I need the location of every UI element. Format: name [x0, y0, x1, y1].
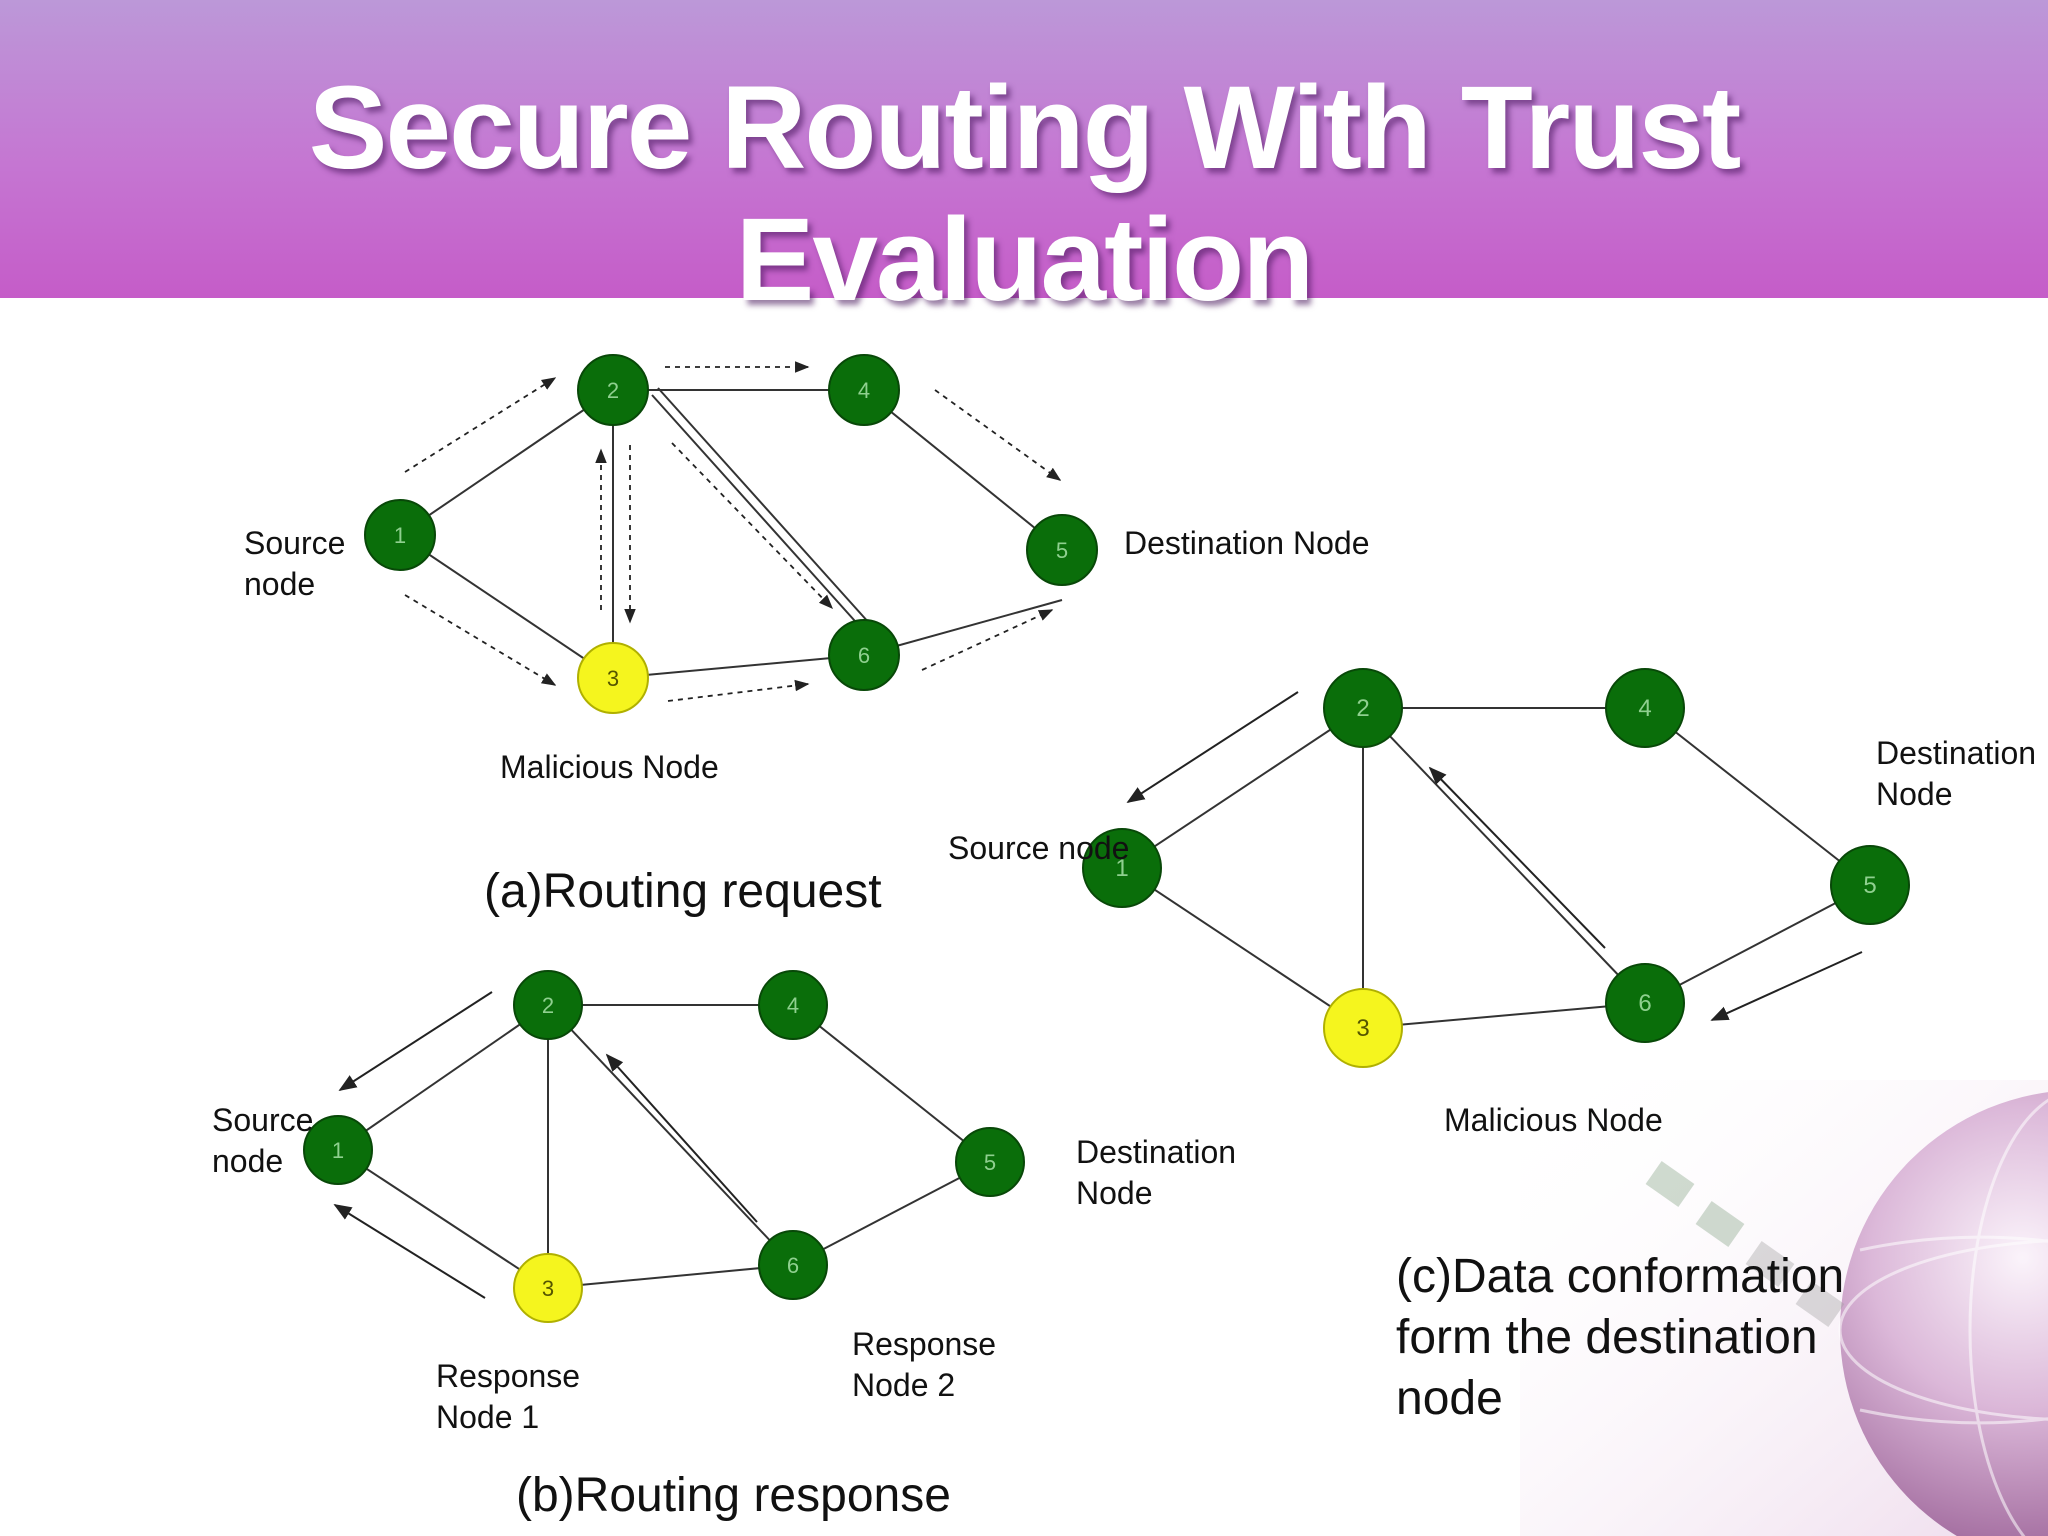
edge-b-1-2	[337, 1004, 549, 1151]
arrow-a-6-5	[921, 609, 1054, 671]
node-a-3-malicious: 3	[577, 642, 649, 714]
c-caption: (c)Data conformation form the destinatio…	[1396, 1250, 1845, 1425]
node-b-5: 5	[955, 1127, 1025, 1197]
title-banner	[0, 0, 2048, 298]
arrow-b-2-1	[338, 991, 493, 1091]
svg-text:2: 2	[607, 378, 619, 403]
arrow-b-3-1	[333, 1204, 486, 1299]
arrow-a-4-5	[934, 389, 1062, 481]
node-b-4: 4	[758, 970, 828, 1040]
diagram-b: 1 2 3 4 5 6	[303, 970, 1025, 1323]
svg-text:1: 1	[394, 523, 406, 548]
svg-text:4: 4	[787, 993, 799, 1018]
slide-title: Secure Routing With Trust Evaluation	[0, 62, 2048, 326]
node-c-5: 5	[1830, 845, 1910, 925]
c-destination-node-label: Destination Node	[1876, 735, 2037, 812]
title-line-2: Evaluation	[735, 194, 1315, 326]
arrow-a-2-6	[671, 442, 834, 610]
edge-a-1-2	[399, 389, 614, 536]
arrow-b-6-2	[605, 1053, 758, 1223]
svg-text:3: 3	[542, 1276, 554, 1301]
node-a-5: 5	[1026, 514, 1098, 586]
svg-text:4: 4	[858, 378, 870, 403]
edge-c-1-2	[1121, 707, 1364, 869]
diagram-a: 1 2 3 4 5 6	[364, 354, 1098, 714]
edge-b-1-3	[337, 1149, 549, 1289]
svg-text:4: 4	[1638, 695, 1651, 722]
edge-c-3-6	[1362, 1002, 1646, 1029]
arrow-a-1-2	[404, 377, 557, 473]
svg-text:6: 6	[858, 643, 870, 668]
edge-b-2-6	[547, 1004, 794, 1266]
a-caption: (a)Routing request	[484, 865, 882, 918]
a-malicious-node-label: Malicious Node	[500, 749, 719, 785]
title-line-1: Secure Routing With Trust	[308, 62, 1742, 194]
nodes-c: 1 2 3 4 5 6	[1082, 668, 1910, 1068]
node-a-1: 1	[364, 499, 436, 571]
node-c-4: 4	[1605, 668, 1685, 748]
a-destination-node-label: Destination Node	[1124, 525, 1370, 561]
node-b-1: 1	[303, 1115, 373, 1185]
node-b-3: 3	[513, 1253, 583, 1323]
node-c-6: 6	[1605, 963, 1685, 1043]
svg-text:2: 2	[542, 993, 554, 1018]
arrow-c-6-2	[1428, 766, 1606, 949]
svg-text:1: 1	[332, 1138, 344, 1163]
edge-a-2-6b	[657, 387, 871, 625]
b-source-node-label: Source node	[212, 1102, 314, 1179]
arrow-c-2-1	[1126, 691, 1299, 803]
c-source-node-label: Source node	[948, 830, 1130, 866]
node-a-4: 4	[828, 354, 900, 426]
b-destination-node-label: Destination Node	[1076, 1134, 1237, 1211]
svg-text:6: 6	[787, 1253, 799, 1278]
svg-text:5: 5	[984, 1150, 996, 1175]
node-c-3-malicious: 3	[1323, 988, 1403, 1068]
nodes-a: 1 2 3 4 5 6	[364, 354, 1098, 714]
svg-text:3: 3	[1356, 1015, 1369, 1042]
node-c-2: 2	[1323, 668, 1403, 748]
arrow-a-3-6	[667, 679, 810, 702]
arrow-a-1-3	[404, 594, 557, 686]
svg-text:5: 5	[1056, 538, 1068, 563]
edge-c-6-5	[1644, 884, 1871, 1004]
edge-c-4-5	[1644, 707, 1871, 886]
svg-text:2: 2	[1356, 695, 1369, 722]
edge-a-2-6	[651, 394, 864, 631]
node-a-6: 6	[828, 619, 900, 691]
edge-a-4-5	[863, 389, 1063, 551]
svg-text:1: 1	[1115, 855, 1128, 882]
svg-text:5: 5	[1863, 872, 1876, 899]
node-b-6: 6	[758, 1230, 828, 1300]
node-b-2: 2	[513, 970, 583, 1040]
arrow-c-5-6	[1710, 951, 1863, 1021]
c-malicious-node-label: Malicious Node	[1444, 1102, 1663, 1138]
edge-b-3-6	[547, 1264, 794, 1289]
svg-text:6: 6	[1638, 990, 1651, 1017]
b-response-node-1-label: Response Node 1	[436, 1358, 581, 1435]
node-a-2: 2	[577, 354, 649, 426]
edge-c-1-3	[1121, 867, 1364, 1029]
node-c-1: 1	[1082, 828, 1162, 908]
nodes-b: 1 2 3 4 5 6	[303, 970, 1025, 1323]
edge-a-1-3	[399, 534, 614, 679]
edge-b-4-5	[792, 1004, 991, 1163]
a-source-node-label: Source node	[244, 525, 346, 602]
svg-text:3: 3	[607, 666, 619, 691]
edge-b-6-5	[792, 1161, 991, 1266]
b-response-node-2-label: Response Node 2	[852, 1326, 997, 1403]
diagram-c: 1 2 3 4 5 6	[1082, 668, 1910, 1068]
edge-a-3-6	[612, 654, 865, 679]
b-caption: (b)Routing response	[516, 1469, 951, 1522]
edge-c-2-6	[1362, 707, 1646, 1004]
